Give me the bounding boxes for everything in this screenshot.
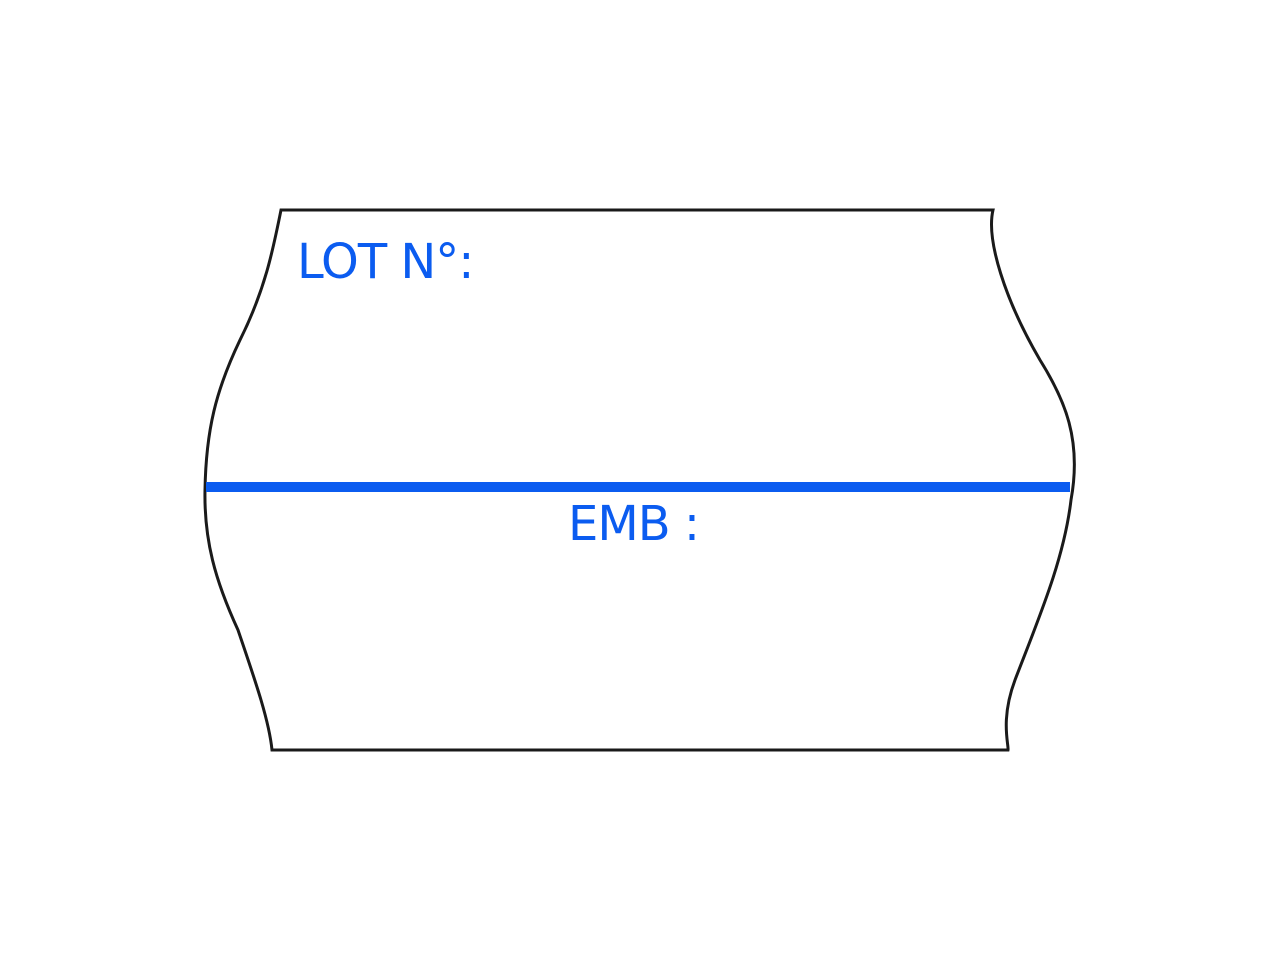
label-border bbox=[203, 208, 1076, 752]
emb-label: EMB : bbox=[568, 496, 700, 552]
lot-number-label: LOT N°: bbox=[297, 234, 474, 290]
